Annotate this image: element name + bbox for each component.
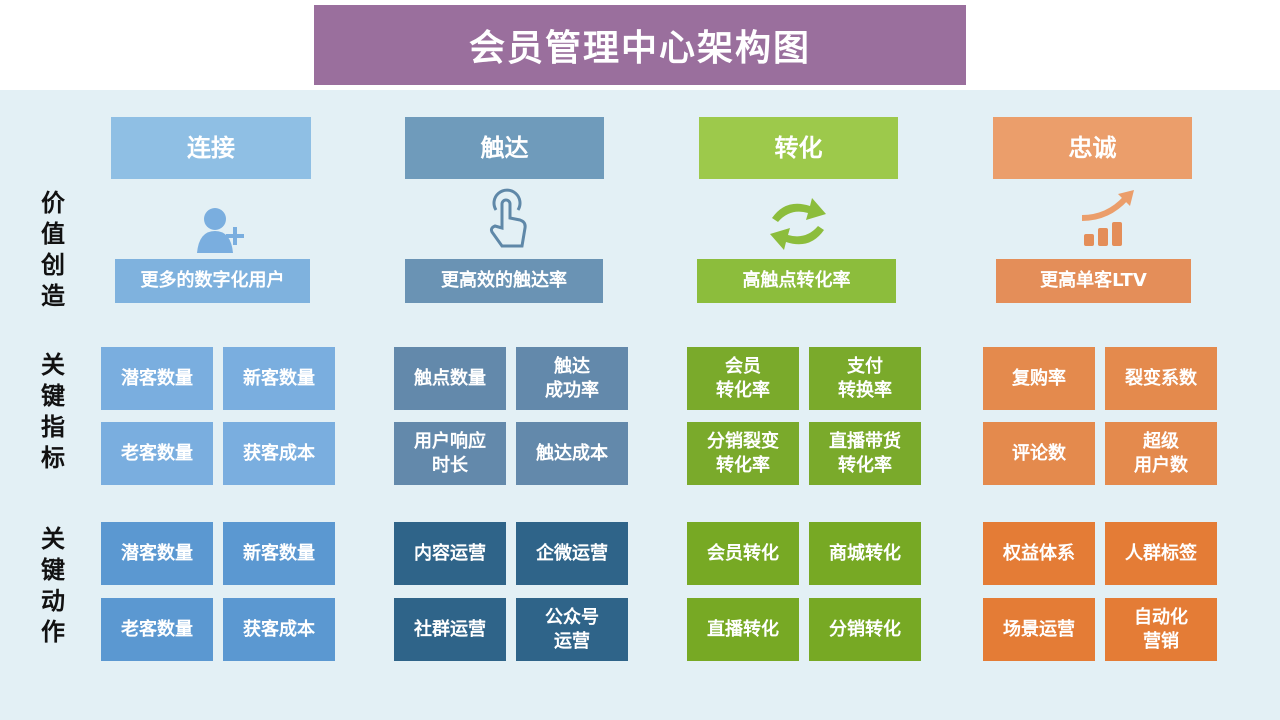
row-label-value-creation: 价 值 创 造 (41, 189, 65, 310)
action-box: 潜客数量 (101, 522, 213, 585)
growth-chart-icon (1072, 188, 1142, 252)
value-box: 更高效的触达率 (405, 259, 603, 303)
column-header: 转化 (699, 117, 898, 179)
page-title: 会员管理中心架构图 (314, 5, 966, 85)
metric-box: 超级 用户数 (1105, 422, 1217, 485)
action-box: 获客成本 (223, 598, 335, 661)
action-box: 公众号 运营 (516, 598, 628, 661)
metric-box: 裂变系数 (1105, 347, 1217, 410)
action-box: 直播转化 (687, 598, 799, 661)
action-box: 分销转化 (809, 598, 921, 661)
metric-box: 会员 转化率 (687, 347, 799, 410)
action-box: 社群运营 (394, 598, 506, 661)
user-add-icon (195, 205, 255, 259)
metric-box: 触达 成功率 (516, 347, 628, 410)
action-box: 企微运营 (516, 522, 628, 585)
metric-box: 支付 转换率 (809, 347, 921, 410)
value-box: 更高单客LTV (996, 259, 1191, 303)
column-header: 触达 (405, 117, 604, 179)
metric-box: 新客数量 (223, 347, 335, 410)
column-header: 忠诚 (993, 117, 1192, 179)
row-label-key-metrics: 关 键 指 标 (41, 351, 65, 472)
metric-box: 潜客数量 (101, 347, 213, 410)
action-box: 内容运营 (394, 522, 506, 585)
refresh-cycle-icon (766, 192, 830, 260)
action-box: 新客数量 (223, 522, 335, 585)
row-label-key-actions: 关 键 动 作 (41, 525, 65, 646)
metric-box: 分销裂变 转化率 (687, 422, 799, 485)
column-header: 连接 (111, 117, 311, 179)
action-box: 自动化 营销 (1105, 598, 1217, 661)
metric-box: 触点数量 (394, 347, 506, 410)
action-box: 老客数量 (101, 598, 213, 661)
metric-box: 直播带货 转化率 (809, 422, 921, 485)
action-box: 会员转化 (687, 522, 799, 585)
tap-hand-icon (484, 188, 534, 254)
action-box: 人群标签 (1105, 522, 1217, 585)
metric-box: 老客数量 (101, 422, 213, 485)
value-box: 更多的数字化用户 (115, 259, 310, 303)
metric-box: 用户响应 时长 (394, 422, 506, 485)
metric-box: 获客成本 (223, 422, 335, 485)
action-box: 场景运营 (983, 598, 1095, 661)
metric-box: 评论数 (983, 422, 1095, 485)
action-box: 商城转化 (809, 522, 921, 585)
action-box: 权益体系 (983, 522, 1095, 585)
value-box: 高触点转化率 (697, 259, 896, 303)
metric-box: 触达成本 (516, 422, 628, 485)
metric-box: 复购率 (983, 347, 1095, 410)
